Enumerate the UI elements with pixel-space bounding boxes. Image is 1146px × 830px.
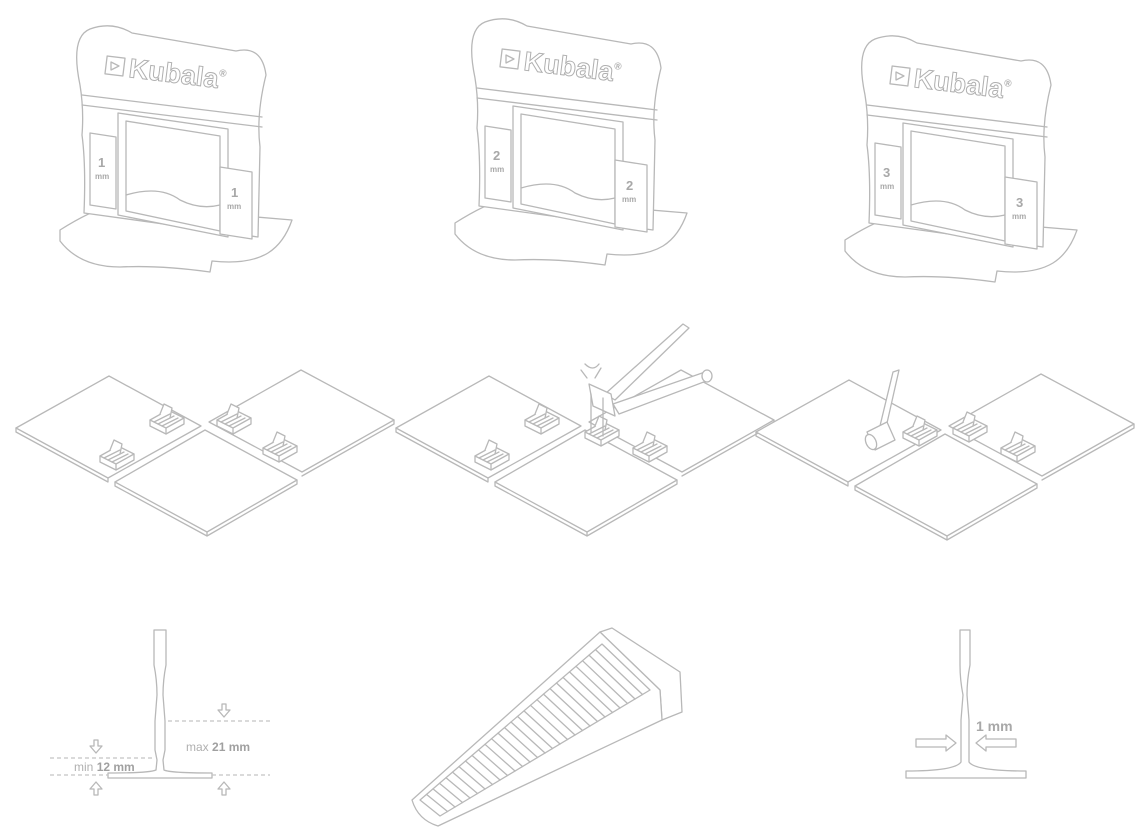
unit-label: mm (1012, 212, 1026, 221)
size-label: 2 (626, 178, 633, 193)
size-label: 1 (231, 185, 238, 200)
size-label: 2 (493, 148, 500, 163)
unit-label: mm (490, 165, 504, 174)
min-prefix: min (74, 760, 93, 774)
gap-label: 1 mm (976, 718, 1013, 734)
svg-text:max 21 mm: max 21 mm (186, 740, 250, 754)
step-insert-wedges (15, 369, 395, 537)
min-value: 12 mm (97, 760, 135, 774)
tile-thickness-diagram: max 21 mm min 12 mm (50, 629, 270, 796)
size-label: 3 (883, 165, 890, 180)
wedge-illustration (411, 627, 683, 827)
pliers-icon (580, 323, 713, 437)
step-remove-hammer (755, 369, 1135, 541)
clip-1mm: Kubala® 1 mm 1 mm (59, 25, 293, 273)
svg-text:min 12 mm: min 12 mm (74, 760, 135, 774)
step-tighten-pliers (395, 323, 775, 537)
clip-3mm: Kubala® 3 mm 3 mm (844, 35, 1078, 283)
joint-gap-diagram: 1 mm (905, 629, 1027, 779)
max-prefix: max (186, 740, 209, 754)
max-value: 21 mm (212, 740, 250, 754)
unit-label: mm (95, 172, 109, 181)
size-label: 1 (98, 155, 105, 170)
hammer-icon (864, 369, 900, 451)
unit-label: mm (880, 182, 894, 191)
unit-label: mm (227, 202, 241, 211)
unit-label: mm (622, 195, 636, 204)
clip-2mm: Kubala® 2 mm 2 mm (454, 18, 688, 266)
size-label: 3 (1016, 195, 1023, 210)
